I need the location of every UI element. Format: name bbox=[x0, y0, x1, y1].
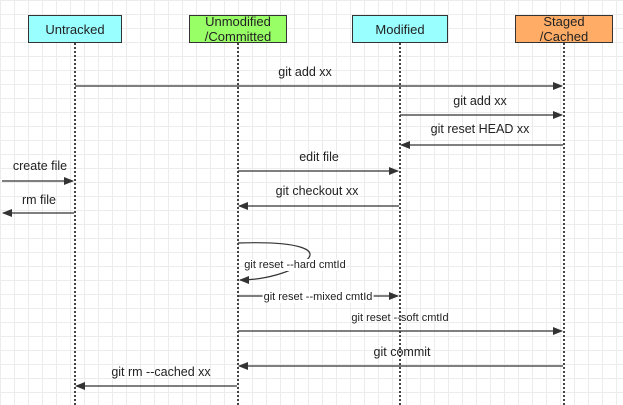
label-git-rm-cached: git rm --cached xx bbox=[111, 365, 211, 379]
label-git-add-modified: git add xx bbox=[453, 94, 507, 108]
lane-untracked-box: Untracked bbox=[28, 15, 122, 43]
label-git-commit: git commit bbox=[373, 345, 431, 359]
label-create-file: create file bbox=[12, 159, 68, 173]
lifeline-staged bbox=[563, 43, 565, 405]
label-git-checkout: git checkout xx bbox=[275, 184, 359, 198]
lane-modified-box: Modified bbox=[352, 15, 448, 43]
lifeline-unmodified bbox=[237, 43, 239, 405]
lane-unmodified-box: Unmodified /Committed bbox=[189, 14, 287, 44]
label-rm-file: rm file bbox=[21, 193, 57, 207]
label-git-reset-soft: git reset --soft cmtId bbox=[351, 312, 449, 324]
label-git-add-untracked: git add xx bbox=[278, 65, 332, 79]
label-git-reset-mixed: git reset --mixed cmtId bbox=[262, 291, 374, 303]
label-git-reset-hard: git reset --hard cmtId bbox=[243, 259, 347, 271]
lifeline-modified bbox=[399, 43, 401, 405]
lane-staged-box: Staged /Cached bbox=[515, 14, 613, 44]
label-edit-file: edit file bbox=[299, 150, 339, 164]
lifeline-untracked bbox=[74, 43, 76, 405]
label-git-reset-head: git reset HEAD xx bbox=[430, 122, 530, 136]
